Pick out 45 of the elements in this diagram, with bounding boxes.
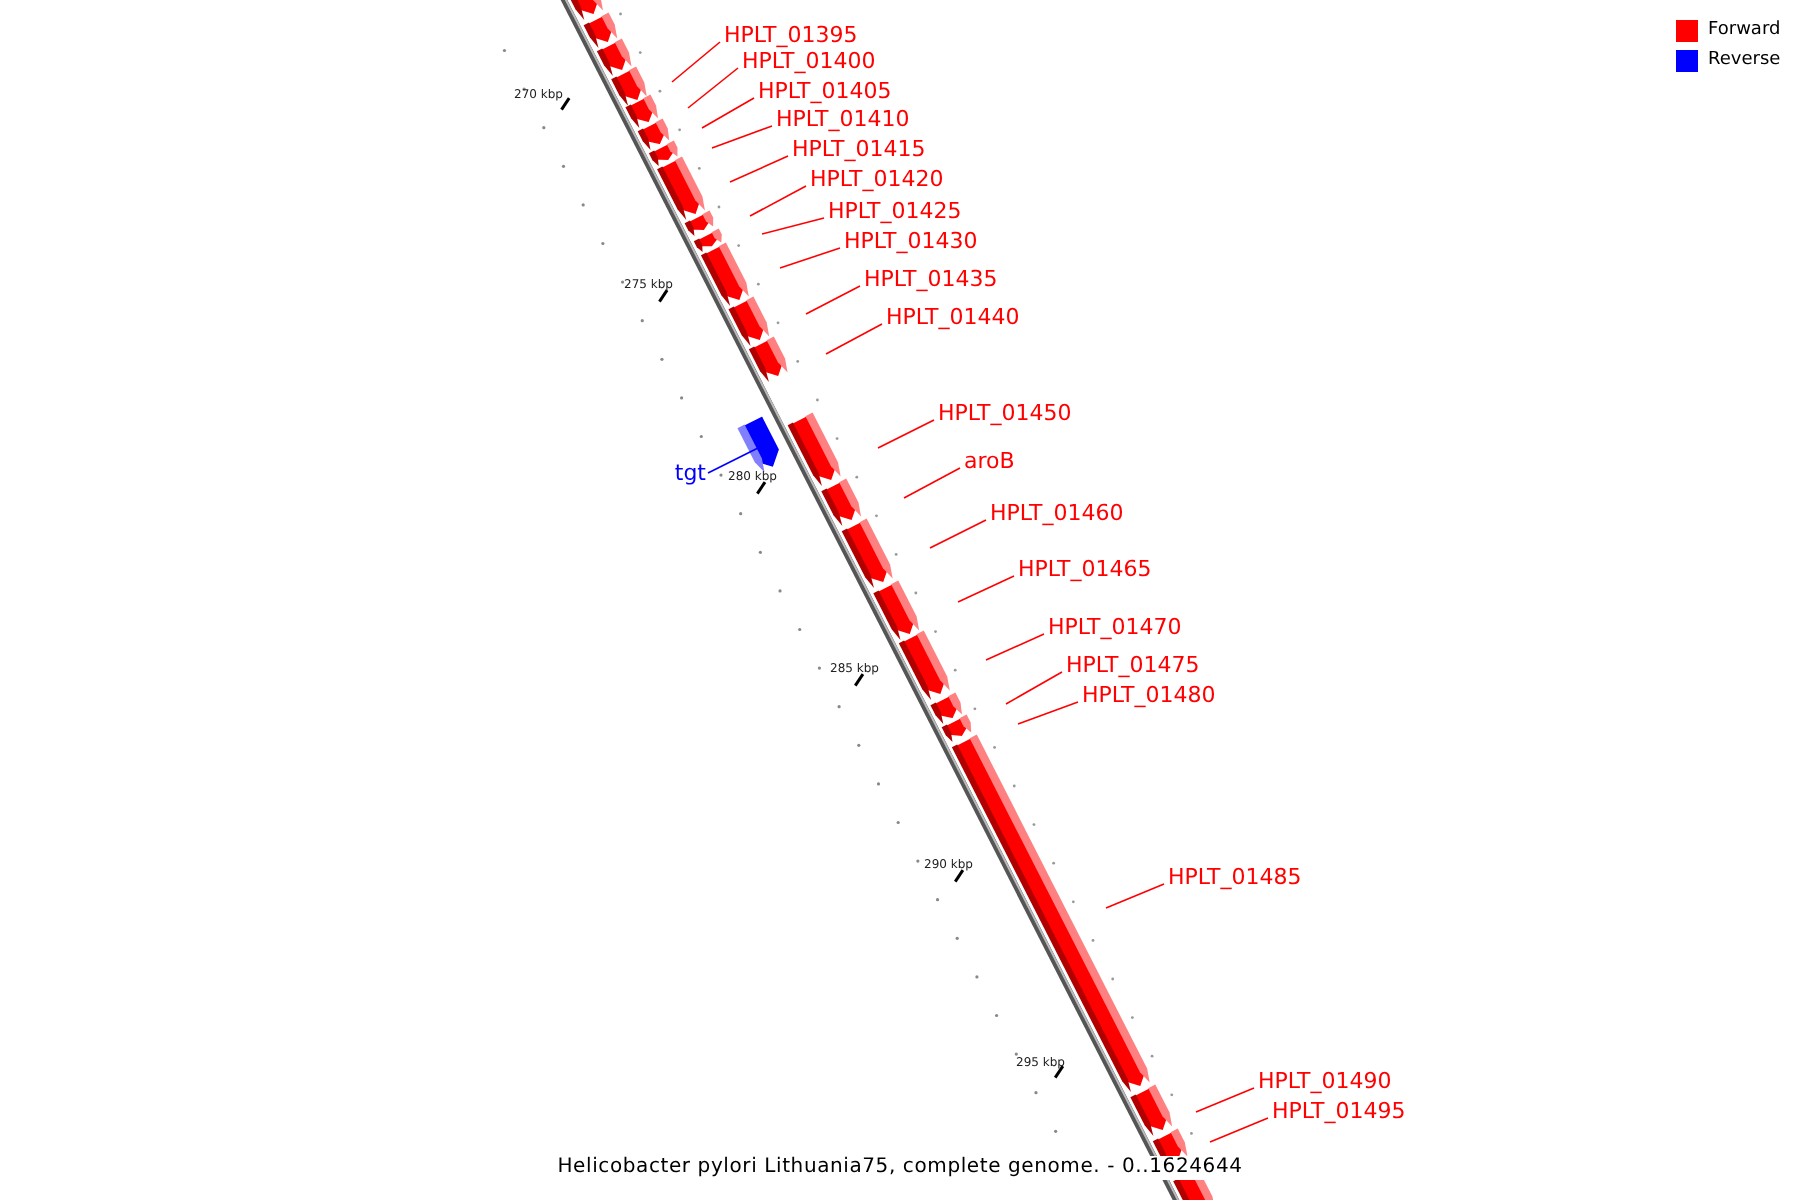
gene-label: HPLT_01470 bbox=[1048, 614, 1182, 640]
gene-label: HPLT_01435 bbox=[864, 266, 998, 292]
caption: Helicobacter pylori Lithuania75, complete genome. - 0..1624644 bbox=[553, 1156, 1247, 1180]
leader-line bbox=[707, 445, 763, 474]
leader-line bbox=[1017, 701, 1079, 725]
gene-label: tgt bbox=[674, 460, 706, 486]
leader-line bbox=[701, 97, 755, 129]
leader-line bbox=[825, 323, 883, 355]
leader-line bbox=[761, 217, 825, 235]
gene-label: HPLT_01485 bbox=[1168, 864, 1302, 890]
leader-line bbox=[779, 247, 841, 269]
gene-label: HPLT_01465 bbox=[1018, 556, 1152, 582]
gene-label: aroB bbox=[964, 448, 1015, 474]
gene-label: HPLT_01480 bbox=[1082, 682, 1216, 708]
gene-label: HPLT_01425 bbox=[828, 198, 962, 224]
gene-label: HPLT_01430 bbox=[844, 228, 978, 254]
leader-line bbox=[985, 633, 1045, 661]
legend-label: Reverse bbox=[1708, 48, 1781, 74]
leader-line bbox=[903, 467, 961, 499]
gene-label: HPLT_01490 bbox=[1258, 1068, 1392, 1094]
gene-label: HPLT_01440 bbox=[886, 304, 1020, 330]
gene-label: HPLT_01450 bbox=[938, 400, 1072, 426]
leader-line bbox=[749, 185, 807, 217]
leader-line bbox=[687, 67, 739, 109]
leader-line bbox=[929, 519, 987, 549]
gene-label: HPLT_01420 bbox=[810, 166, 944, 192]
legend-label: Forward bbox=[1708, 18, 1781, 44]
leader-line bbox=[671, 41, 721, 83]
gene-label: HPLT_01415 bbox=[792, 136, 926, 162]
leader-line bbox=[1105, 883, 1165, 909]
leader-line bbox=[1005, 671, 1063, 705]
leader-line bbox=[1209, 1117, 1269, 1143]
gene-label: HPLT_01405 bbox=[758, 78, 892, 104]
leader-line bbox=[805, 285, 861, 315]
leader-line bbox=[957, 575, 1015, 603]
gene-label: HPLT_01460 bbox=[990, 500, 1124, 526]
gene-label: HPLT_01410 bbox=[776, 106, 910, 132]
leader-line bbox=[711, 125, 773, 149]
gene-label: HPLT_01475 bbox=[1066, 652, 1200, 678]
leader-line bbox=[1195, 1087, 1255, 1113]
gene-label: HPLT_01495 bbox=[1272, 1098, 1406, 1124]
gene-label: HPLT_01400 bbox=[742, 48, 876, 74]
leader-line bbox=[729, 155, 789, 183]
leader-line bbox=[877, 419, 935, 449]
gene-label: HPLT_01395 bbox=[724, 22, 858, 48]
